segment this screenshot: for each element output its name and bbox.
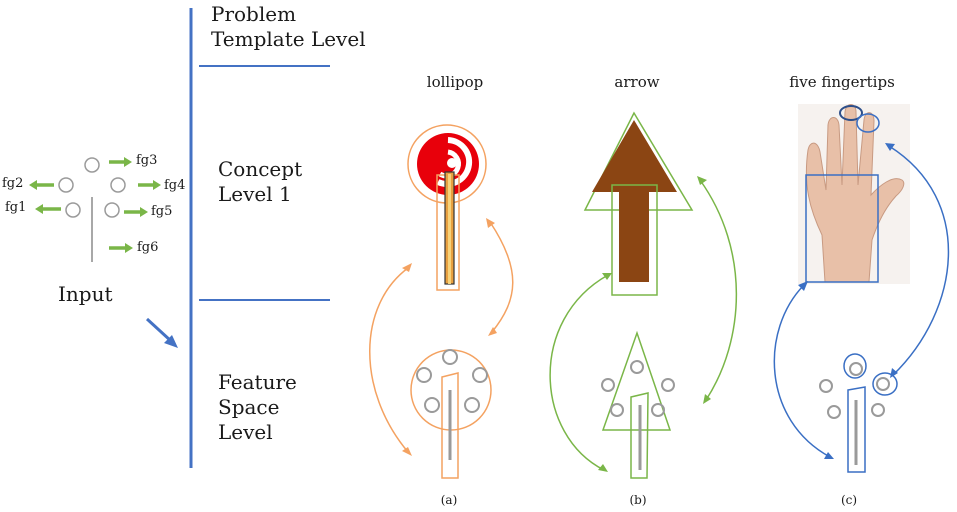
caption-b: (b) — [629, 493, 647, 507]
arrow-concept — [583, 111, 694, 296]
input-to-feature-arrow — [145, 317, 178, 348]
label-line: Feature — [218, 370, 297, 394]
label-line: Template Level — [211, 27, 366, 51]
input-diagram — [29, 157, 178, 348]
lollipop-mapping-arrows — [369, 218, 514, 456]
caption-a: (a) — [440, 493, 458, 507]
problem-template-level-label: Problem Template Level — [211, 2, 366, 52]
fg3-label: fg3 — [136, 153, 158, 168]
fg4-label: fg4 — [164, 178, 186, 193]
input-feature-circle — [65, 202, 81, 218]
input-feature-circle — [110, 177, 126, 193]
arrow-mapping-arrows — [549, 176, 738, 472]
fg6-label: fg6 — [137, 240, 159, 255]
caption-c: (c) — [840, 493, 858, 507]
input-feature-circle — [104, 202, 120, 218]
concept-level-label: Concept Level 1 — [218, 157, 302, 207]
label-line: Concept — [218, 157, 303, 181]
fg1-label: fg1 — [5, 200, 27, 215]
fg5-label: fg5 — [151, 204, 173, 219]
fingertips-feature-space — [819, 353, 898, 473]
fingertips-mapping-arrows — [773, 143, 950, 459]
arrow-feature-space — [601, 330, 675, 479]
label-line: Level 1 — [218, 182, 292, 206]
input-feature-circle — [84, 157, 100, 173]
column-title-lollipop: lollipop — [426, 73, 484, 91]
label-line: Problem — [211, 2, 297, 26]
label-line: Level — [218, 420, 273, 444]
input-feature-circle — [58, 177, 74, 193]
column-title-arrow: arrow — [614, 73, 660, 91]
fg-arrows — [29, 157, 161, 253]
column-title-five-fingertips: five fingertips — [789, 73, 895, 91]
feature-space-level-label: Feature Space Level — [218, 370, 297, 445]
input-label: Input — [58, 282, 113, 306]
lollipop-feature-space — [410, 349, 492, 479]
lollipop-concept — [407, 124, 487, 291]
label-line: Space — [218, 395, 280, 419]
hand-photo — [798, 104, 910, 284]
fg2-label: fg2 — [2, 176, 24, 191]
